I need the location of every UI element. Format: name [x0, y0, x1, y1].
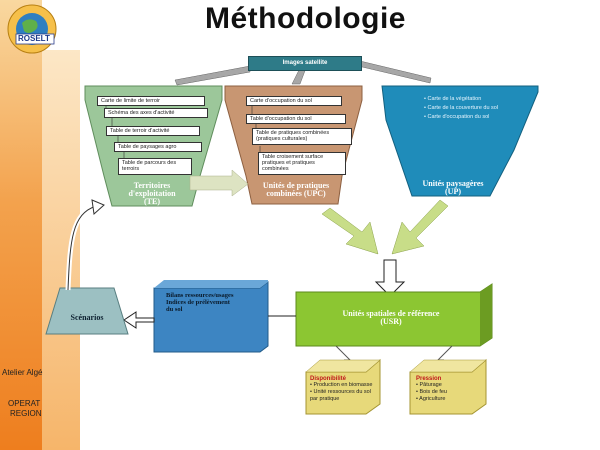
sidebar-label-bot: REGION [10, 409, 42, 418]
sidebar-label-mid: OPERAT [8, 399, 41, 408]
arrow-usr-press [436, 345, 453, 361]
press-item-1: • Pâturage [416, 382, 442, 388]
upc-label-1: Unités de pratiques [262, 181, 330, 190]
bilans-line-3: du sol [166, 306, 183, 313]
te-label-2: d'exploitation [128, 189, 176, 198]
press-item-3-text: Agriculture [419, 396, 446, 402]
up-item-2-text: Carte de la couverture du sol [427, 105, 499, 111]
dispo-item-2-text: Unité ressources du sol par pratique [310, 389, 371, 402]
press-item-2-text: Bois de feu [419, 389, 447, 395]
press-title: Pression [416, 376, 442, 382]
upc-item-1: Carte d'occupation du sol [246, 96, 342, 106]
arrow-usr-dispo [335, 345, 352, 361]
upc-label: Unités de pratiques combinées (UPC) [246, 182, 346, 198]
arrow-up-usr [391, 199, 449, 255]
upc-item-3: Table de pratiques combinées (pratiques … [252, 128, 352, 145]
te-label-1: Territoires [133, 181, 171, 190]
scenarios-label: Scénarios [70, 313, 104, 322]
press-item-2: • Bois de feu [416, 389, 447, 395]
te-item-5: Table de parcours des terroirs [118, 158, 192, 175]
te-item-1: Carte de limite de terroir [97, 96, 205, 106]
upc-item-4: Table croisement surface pratiques et pr… [258, 152, 346, 175]
dispo-title: Disponibilité [310, 376, 346, 382]
usr-label: Unités spatiales de référence (USR) [306, 310, 476, 326]
up-item-1-text: Carte de la végétation [427, 96, 482, 102]
sidebar-inner-band [42, 50, 80, 450]
logo-text: ROSELT [18, 34, 50, 43]
dispo-item-2: • Unité ressources du sol par pratique [310, 389, 371, 402]
usr-label-2: (USR) [380, 317, 402, 326]
sidebar-label-top: Atelier Algé [2, 368, 43, 377]
te-item-2: Schéma des axes d'activité [104, 108, 208, 118]
up-label-2: (UP) [445, 187, 461, 196]
satellite-images-box: Images satellite [248, 56, 362, 71]
sidebar-band [0, 0, 80, 450]
te-label-3: (TE) [144, 197, 160, 206]
usr-label-1: Unités spatiales de référence [342, 309, 440, 318]
arrow-bilans-scenarios [123, 311, 155, 329]
up-label-1: Unités paysagères [422, 179, 484, 188]
bilans-line-1: Bilans ressources/usages [166, 292, 234, 299]
te-item-3: Table de terroir d'activité [106, 126, 200, 136]
arrow-to-up [357, 60, 432, 84]
arrow-down-usr [374, 259, 406, 297]
up-funnel [381, 85, 539, 197]
up-item-3-text: Carte d'occupation du sol [427, 114, 490, 120]
te-label: Territoires d'exploitation (TE) [112, 182, 192, 206]
arrow-te-upc [189, 169, 249, 197]
bilans-line-2: Indices de prélèvement [166, 299, 230, 306]
dispo-text: Disponibilité • Production en biomasse •… [310, 376, 378, 403]
up-item-1: • Carte de la végétation [424, 96, 482, 102]
press-item-1-text: Pâturage [419, 382, 442, 388]
te-item-4: Table de paysages agro [114, 142, 202, 152]
globe-logo-icon [7, 4, 57, 54]
press-item-3: • Agriculture [416, 396, 446, 402]
dispo-item-1-text: Production en biomasse [313, 382, 373, 388]
up-item-3: • Carte d'occupation du sol [424, 114, 490, 120]
feedback-arrow [65, 203, 97, 291]
arrow-to-te [174, 65, 251, 86]
arrow-upc-usr [321, 207, 379, 255]
press-text: Pression • Pâturage • Bois de feu • Agri… [416, 376, 484, 403]
up-item-2: • Carte de la couverture du sol [424, 105, 499, 111]
dispo-item-1: • Production en biomasse [310, 382, 373, 388]
scenarios-box [45, 287, 129, 335]
bilans-text: Bilans ressources/usages Indices de prél… [166, 292, 233, 313]
page-title: Méthodologie [205, 2, 406, 35]
up-label: Unités paysagères (UP) [408, 180, 498, 196]
upc-label-2: combinées (UPC) [266, 189, 326, 198]
upc-item-2: Table d'occupation du sol [246, 114, 346, 124]
